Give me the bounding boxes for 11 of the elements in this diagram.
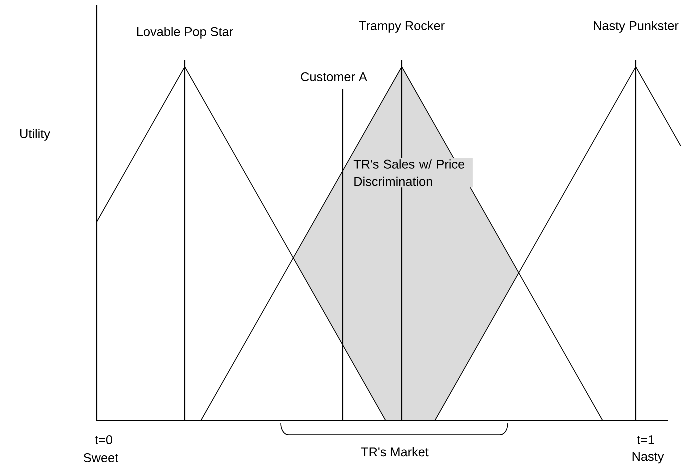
axis-label: Sweet: [84, 454, 118, 462]
region-label: TR's Sales w/ Price Discrimination: [352, 158, 473, 188]
position-label: Nasty Punkster: [594, 21, 679, 33]
axis-label: t=0: [95, 436, 112, 444]
axis-label: t=1: [637, 436, 654, 444]
axis-label: Utility: [20, 129, 50, 141]
customer-label: Customer A: [301, 72, 368, 82]
position-label: Trampy Rocker: [359, 21, 445, 33]
bracket-label: TR's Market: [361, 447, 429, 457]
position-label: Lovable Pop Star: [137, 27, 234, 39]
axis-label: Nasty: [632, 452, 664, 464]
